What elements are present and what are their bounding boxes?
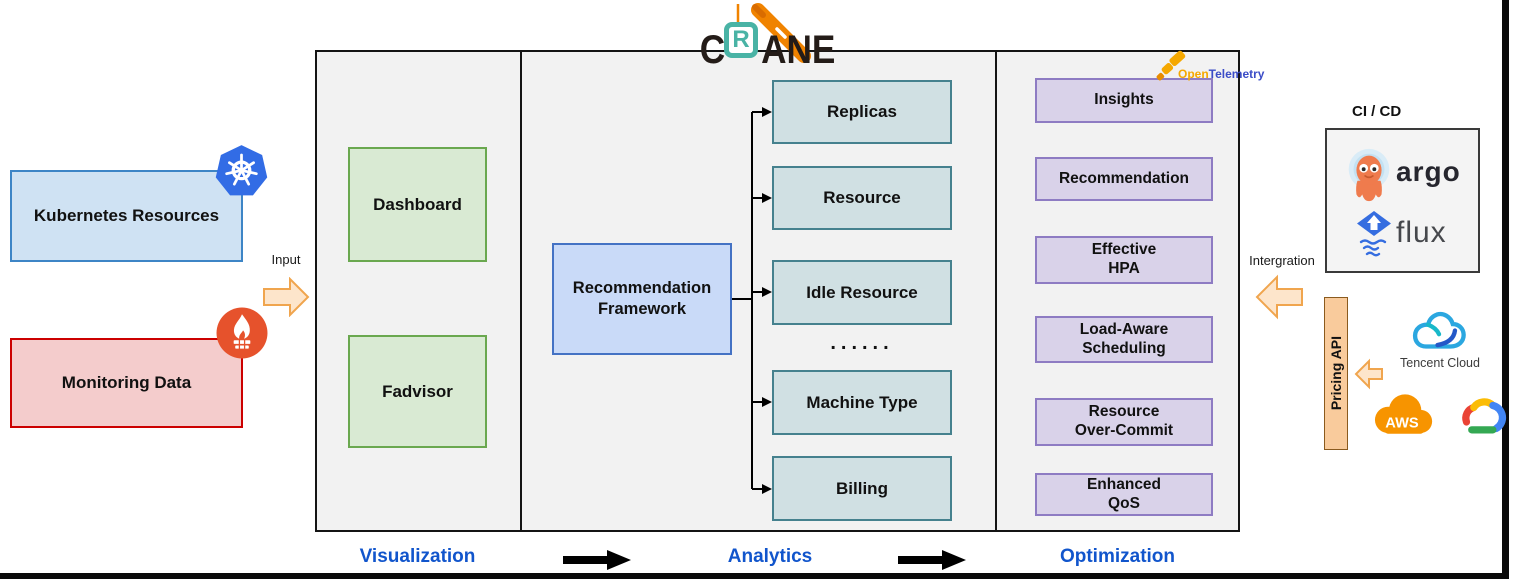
panel-divider-1 bbox=[520, 52, 522, 530]
flow-arrow-2-icon bbox=[898, 550, 966, 570]
panel-divider-2 bbox=[995, 52, 997, 530]
pricing-arrow-icon bbox=[1354, 358, 1383, 390]
machine-type-node: Machine Type bbox=[772, 370, 952, 435]
aws-wordmark: AWS bbox=[1385, 416, 1419, 432]
argo-icon bbox=[1348, 148, 1390, 202]
crane-logo: C R ANE bbox=[696, 3, 846, 72]
argo-wordmark: argo bbox=[1396, 156, 1461, 187]
fadvisor-node: Fadvisor bbox=[348, 335, 487, 448]
enhanced-qos-node: Enhanced QoS bbox=[1035, 473, 1213, 516]
tencent-cloud-label: Tencent Cloud bbox=[1400, 356, 1480, 370]
crane-letters-ane: ANE bbox=[761, 28, 836, 72]
kubernetes-resources-node: Kubernetes Resources bbox=[10, 170, 243, 262]
input-arrow-icon bbox=[263, 277, 310, 317]
cicd-title: CI / CD bbox=[1352, 103, 1402, 120]
frame-right-border bbox=[1502, 0, 1509, 579]
resource-node: Resource bbox=[772, 166, 952, 230]
monitoring-data-node: Monitoring Data bbox=[10, 338, 243, 428]
cicd-box bbox=[1325, 128, 1480, 273]
opentelemetry-logo: OpenTelemetry bbox=[1156, 50, 1276, 84]
insights-node: Insights bbox=[1035, 78, 1213, 123]
integration-arrow-icon bbox=[1255, 274, 1303, 320]
load-aware-scheduling-node: Load-Aware Scheduling bbox=[1035, 316, 1213, 363]
pricing-api-node: Pricing API bbox=[1324, 297, 1348, 450]
flux-wordmark: flux bbox=[1396, 216, 1447, 249]
tencent-cloud-icon bbox=[1412, 311, 1466, 349]
intergration-label: Intergration bbox=[1249, 253, 1315, 268]
idle-resource-node: Idle Resource bbox=[772, 260, 952, 325]
kubernetes-icon bbox=[215, 145, 268, 196]
effective-hpa-node: Effective HPA bbox=[1035, 236, 1213, 284]
crane-letter-r-tile: R bbox=[724, 22, 758, 58]
ellipsis: ...... bbox=[830, 332, 894, 354]
opentelemetry-wordmark: OpenTelemetry bbox=[1178, 67, 1265, 81]
recommendation-framework-node: Recommendation Framework bbox=[552, 243, 732, 355]
recommendation-node: Recommendation bbox=[1035, 157, 1213, 201]
prometheus-icon bbox=[216, 307, 268, 359]
opentelemetry-telescope-icon bbox=[1156, 50, 1186, 81]
google-cloud-icon bbox=[1462, 398, 1507, 434]
billing-node: Billing bbox=[772, 456, 952, 521]
flow-arrow-1-icon bbox=[563, 550, 631, 570]
resource-over-commit-node: Resource Over-Commit bbox=[1035, 398, 1213, 446]
crane-letter-c: C bbox=[699, 28, 726, 72]
optimization-title: Optimization bbox=[1059, 546, 1176, 567]
aws-icon: AWS bbox=[1374, 394, 1433, 434]
flux-icon bbox=[1357, 211, 1391, 257]
replicas-node: Replicas bbox=[772, 80, 952, 144]
frame-bottom-border bbox=[0, 573, 1509, 579]
input-label: Input bbox=[271, 252, 301, 267]
analytics-title: Analytics bbox=[727, 546, 813, 567]
visualization-title: Visualization bbox=[359, 546, 476, 567]
dashboard-node: Dashboard bbox=[348, 147, 487, 262]
